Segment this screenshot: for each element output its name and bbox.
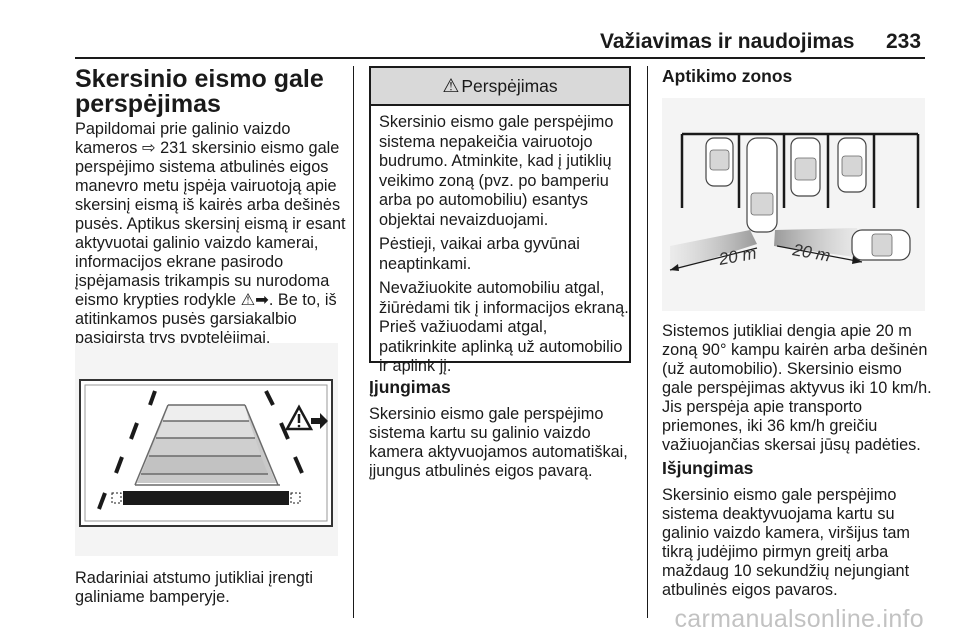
intro-paragraph: Papildomai prie galinio vaizdo kameros ⇨… — [75, 120, 346, 348]
text-line: informacijos ekrane pasirodo — [75, 253, 284, 271]
text-line: galiniame bamperyje. — [75, 588, 230, 606]
text-line: perspėjimo sistema atbulinės eigos — [75, 158, 329, 176]
text-line: sistema deaktyvuojama kartu su — [662, 505, 895, 523]
activation-heading: Įjungimas — [369, 377, 451, 397]
text-line: aktyvuotai galinio vaizdo kamerai, — [75, 234, 319, 252]
column-divider-left — [353, 66, 354, 618]
text-line: įjungus atbulinės eigos pavarą. — [369, 462, 593, 480]
text-line: važiuojančias skersai jūsų padėties. — [662, 436, 921, 454]
text-line: pusės. Aptikus skersinį eismą ir esant — [75, 215, 346, 233]
text-line: gale perspėjimas aktyvus iki 10 km/h. — [662, 379, 932, 397]
text-line: ir aplink jį. — [379, 357, 452, 375]
warning-paragraph: Nevažiuokite automobiliu atgal, žiūrėdam… — [379, 279, 629, 377]
rear-camera-guidelines-image — [79, 379, 333, 527]
parking-detection-image: 20 m 20 m — [662, 98, 925, 311]
warning-triangle-arrow-icon — [284, 404, 328, 431]
text-line: sistema kartu su galinio vaizdo — [369, 424, 591, 442]
text-line: priemones, iki 36 km/h greičiu — [662, 417, 878, 435]
text-line: Skersinio eismo gale perspėjimo — [369, 405, 604, 423]
approaching-car-icon — [851, 229, 911, 261]
text-line: maždaug 10 sekundžių nejungiant — [662, 562, 910, 580]
text-line: Pėstieji, vaikai arba gyvūnai — [379, 235, 580, 253]
page-number: 233 — [886, 30, 922, 53]
section-heading: Skersinio eismo gale perspėjimas — [75, 67, 324, 117]
text-line: tikrą judėjimo pirmyn greitį arba — [662, 543, 889, 561]
column-divider-right — [647, 66, 648, 618]
warning-icon: ⚠ — [442, 75, 460, 97]
text-line: (už automobilio). Skersinio eismo — [662, 360, 902, 378]
text-line: įspėjamasis trikampis su nurodoma — [75, 272, 330, 290]
text-line: Jis perspėja apie transporto — [662, 398, 863, 416]
detection-zones-heading: Aptikimo zonos — [662, 66, 793, 86]
heading-line: Skersinio eismo gale — [75, 65, 324, 93]
text-line: skersinį eismą iš kairės arba dešinės — [75, 196, 341, 214]
text-line: Radariniai atstumo jutikliai įrengti — [75, 569, 313, 587]
text-line: manevro metu įspėja vairuotoją apie — [75, 177, 337, 195]
warning-header: ⚠ Perspėjimas — [371, 68, 629, 106]
text-line: Papildomai prie galinio vaizdo — [75, 120, 291, 138]
text-line: pasigirsta trys pyptelėjimai. — [75, 329, 271, 347]
camera-display-illustration — [75, 343, 338, 556]
page-header-title: Važiavimas ir naudojimas — [600, 30, 855, 53]
heading-line: perspėjimas — [75, 90, 221, 118]
warning-content: Skersinio eismo gale perspėjimo sistema … — [379, 113, 629, 382]
text-line: zoną 90° kampu kairėn arba dešinėn — [662, 341, 928, 359]
detection-zones-paragraph: Sistemos jutikliai dengia apie 20 m zoną… — [662, 322, 932, 455]
deactivation-heading: Išjungimas — [662, 458, 754, 478]
warning-paragraph: Skersinio eismo gale perspėjimo sistema … — [379, 113, 629, 230]
detection-zones-illustration: 20 m 20 m — [662, 98, 925, 311]
text-line: budrumo. Atminkite, kad į jutiklių — [379, 152, 612, 170]
deactivation-paragraph: Skersinio eismo gale perspėjimo sistema … — [662, 486, 910, 600]
text-line: atbulinės eigos pavaros. — [662, 581, 838, 599]
text-line: arba po automobiliu) esantys — [379, 191, 589, 209]
text-line: atitinkamos pusės garsiakalbio — [75, 310, 297, 328]
text-line: patikrinkite aplinką už automobilio — [379, 337, 623, 356]
text-line: Sistemos jutikliai dengia apie 20 m — [662, 322, 912, 340]
text-line: žiūrėdami tik į informacijos ekraną. — [379, 298, 629, 317]
warning-box: ⚠ Perspėjimas Skersinio eismo gale persp… — [369, 66, 631, 375]
text-line: Nevažiuokite automobiliu atgal, — [379, 279, 605, 297]
text-line: sistema nepakeičia vairuotojo — [379, 132, 593, 151]
text-line: Skersinio eismo gale perspėjimo — [662, 486, 897, 504]
text-line: kameros ⇨ 231 skersinio eismo gale — [75, 139, 340, 157]
image-caption: Radariniai atstumo jutikliai įrengti gal… — [75, 569, 313, 607]
text-line: veikimo zoną (pvz. po bamperiu — [379, 171, 609, 190]
header-rule — [75, 57, 925, 59]
text-line: neaptinkami. — [379, 254, 472, 273]
text-line: objektai nevaizduojami. — [379, 210, 549, 229]
activation-paragraph: Skersinio eismo gale perspėjimo sistema … — [369, 405, 628, 481]
text-line: eismo krypties rodykle ⚠➡. Be to, iš — [75, 291, 337, 309]
warning-paragraph: Pėstieji, vaikai arba gyvūnai neaptinkam… — [379, 235, 629, 274]
watermark: carmanualsonline.info — [674, 605, 924, 633]
warning-title: Perspėjimas — [461, 75, 558, 96]
text-line: galinio vaizdo kamera, viršijus tam — [662, 524, 910, 542]
text-line: Skersinio eismo gale perspėjimo — [379, 113, 614, 131]
text-line: Prieš važiuodami atgal, — [379, 318, 548, 336]
text-line: kamera aktyvuojamos automatiškai, — [369, 443, 628, 461]
